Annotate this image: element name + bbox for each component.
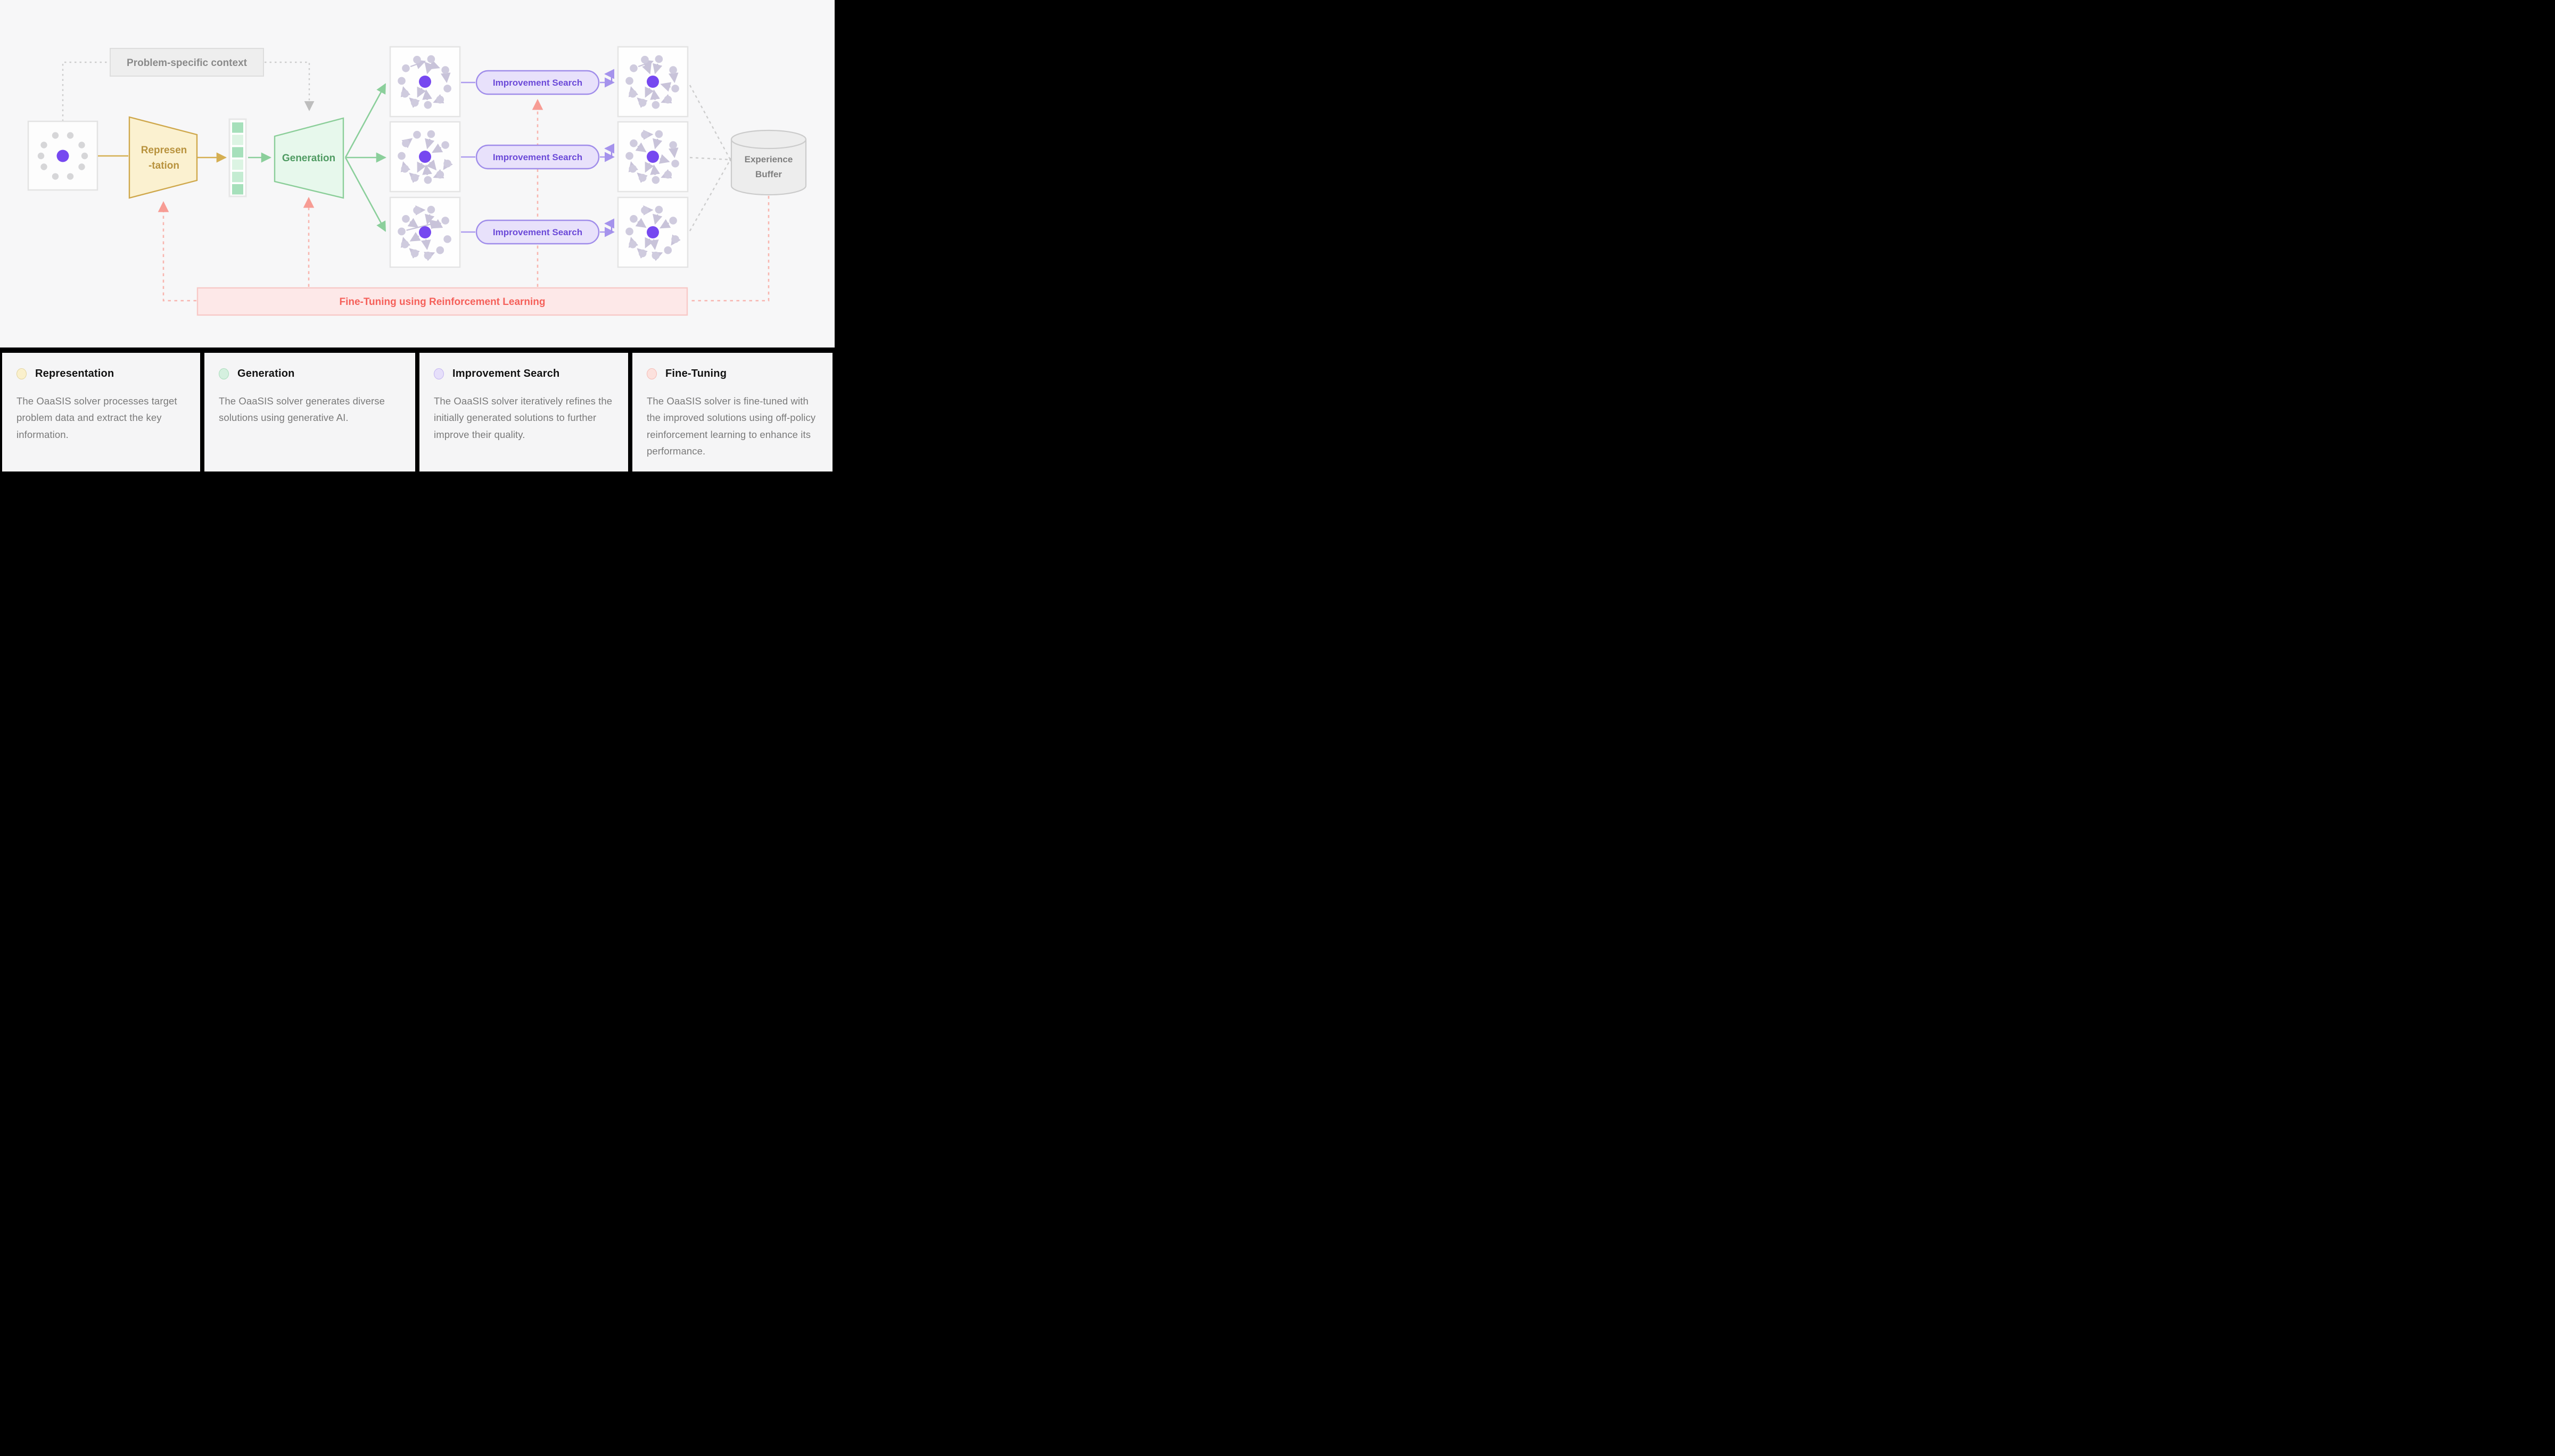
experience-buffer-label-line1: Experience	[745, 154, 793, 164]
experience-buffer: Experience Buffer	[730, 129, 807, 196]
legend-card-body: The OaaSIS solver iteratively refines th…	[434, 395, 613, 440]
improved-solution-graphs	[617, 46, 689, 268]
generation-branch-arrows	[344, 83, 386, 232]
legend-card-body: The OaaSIS solver processes target probl…	[17, 395, 177, 440]
fine-tuning-banner-label: Fine-Tuning using Reinforcement Learning	[339, 296, 545, 308]
improvement-search-label: Improvement Search	[493, 152, 582, 162]
legend-card-title: Generation	[237, 368, 295, 379]
improvement-search-pill: Improvement Search	[461, 218, 615, 245]
figure-canvas: Problem-specific context Represen -tatio…	[0, 0, 835, 476]
improvement-search-label: Improvement Search	[493, 78, 582, 88]
initial-solution-graphs	[389, 46, 461, 268]
generation-label: Generation	[282, 153, 335, 164]
pipeline-diagram: Problem-specific context Represen -tatio…	[27, 46, 807, 316]
embedding-vector	[228, 118, 247, 197]
representation-label-line1: Represen	[141, 145, 187, 156]
loop-back-arrow-icon	[604, 218, 615, 232]
problem-node-dots	[37, 132, 88, 180]
fine-tuning-legend-dot-icon	[647, 368, 657, 379]
legend-card-body: The OaaSIS solver is fine-tuned with the…	[647, 395, 816, 457]
representation-block: Represen -tation	[128, 116, 198, 199]
problem-instance-box	[27, 120, 98, 191]
legend-card-representation: Representation The OaaSIS solver process…	[2, 353, 200, 471]
improvement-search-label: Improvement Search	[493, 227, 582, 237]
legend-card-fine-tuning: Fine-Tuning The OaaSIS solver is fine-tu…	[632, 353, 833, 471]
improvement-search-legend-dot-icon	[434, 368, 444, 379]
legend-card-body: The OaaSIS solver generates diverse solu…	[219, 395, 385, 424]
node-graph-icon	[398, 205, 451, 261]
fine-tuning-connectors	[158, 98, 770, 302]
legend-card-improvement-search: Improvement Search The OaaSIS solver ite…	[419, 353, 628, 471]
representation-label-line2: -tation	[149, 160, 179, 171]
buffer-connectors	[689, 85, 733, 231]
node-graph-icon	[398, 130, 453, 184]
experience-buffer-label-line2: Buffer	[755, 169, 782, 179]
node-graph-icon	[625, 129, 679, 184]
representation-legend-dot-icon	[17, 368, 27, 379]
generation-legend-dot-icon	[219, 368, 229, 379]
problem-specific-context-box: Problem-specific context	[110, 48, 264, 77]
legend-card-generation: Generation The OaaSIS solver generates d…	[204, 353, 415, 471]
improvement-search-pill: Improvement Search	[461, 69, 615, 95]
node-graph-icon	[625, 55, 679, 109]
legend-strip: Representation The OaaSIS solver process…	[0, 348, 835, 476]
node-graph-icon	[625, 205, 681, 261]
legend-card-title: Fine-Tuning	[665, 368, 727, 379]
generation-block: Generation	[274, 117, 344, 199]
fine-tuning-banner: Fine-Tuning using Reinforcement Learning	[196, 287, 688, 316]
legend-card-title: Improvement Search	[452, 368, 560, 379]
loop-back-arrow-icon	[604, 69, 615, 82]
context-connectors	[62, 61, 315, 121]
node-graph-icon	[398, 55, 451, 109]
legend-card-title: Representation	[35, 368, 114, 379]
problem-specific-context-label: Problem-specific context	[127, 57, 248, 69]
improvement-search-pill: Improvement Search	[461, 143, 615, 170]
loop-back-arrow-icon	[604, 143, 615, 157]
